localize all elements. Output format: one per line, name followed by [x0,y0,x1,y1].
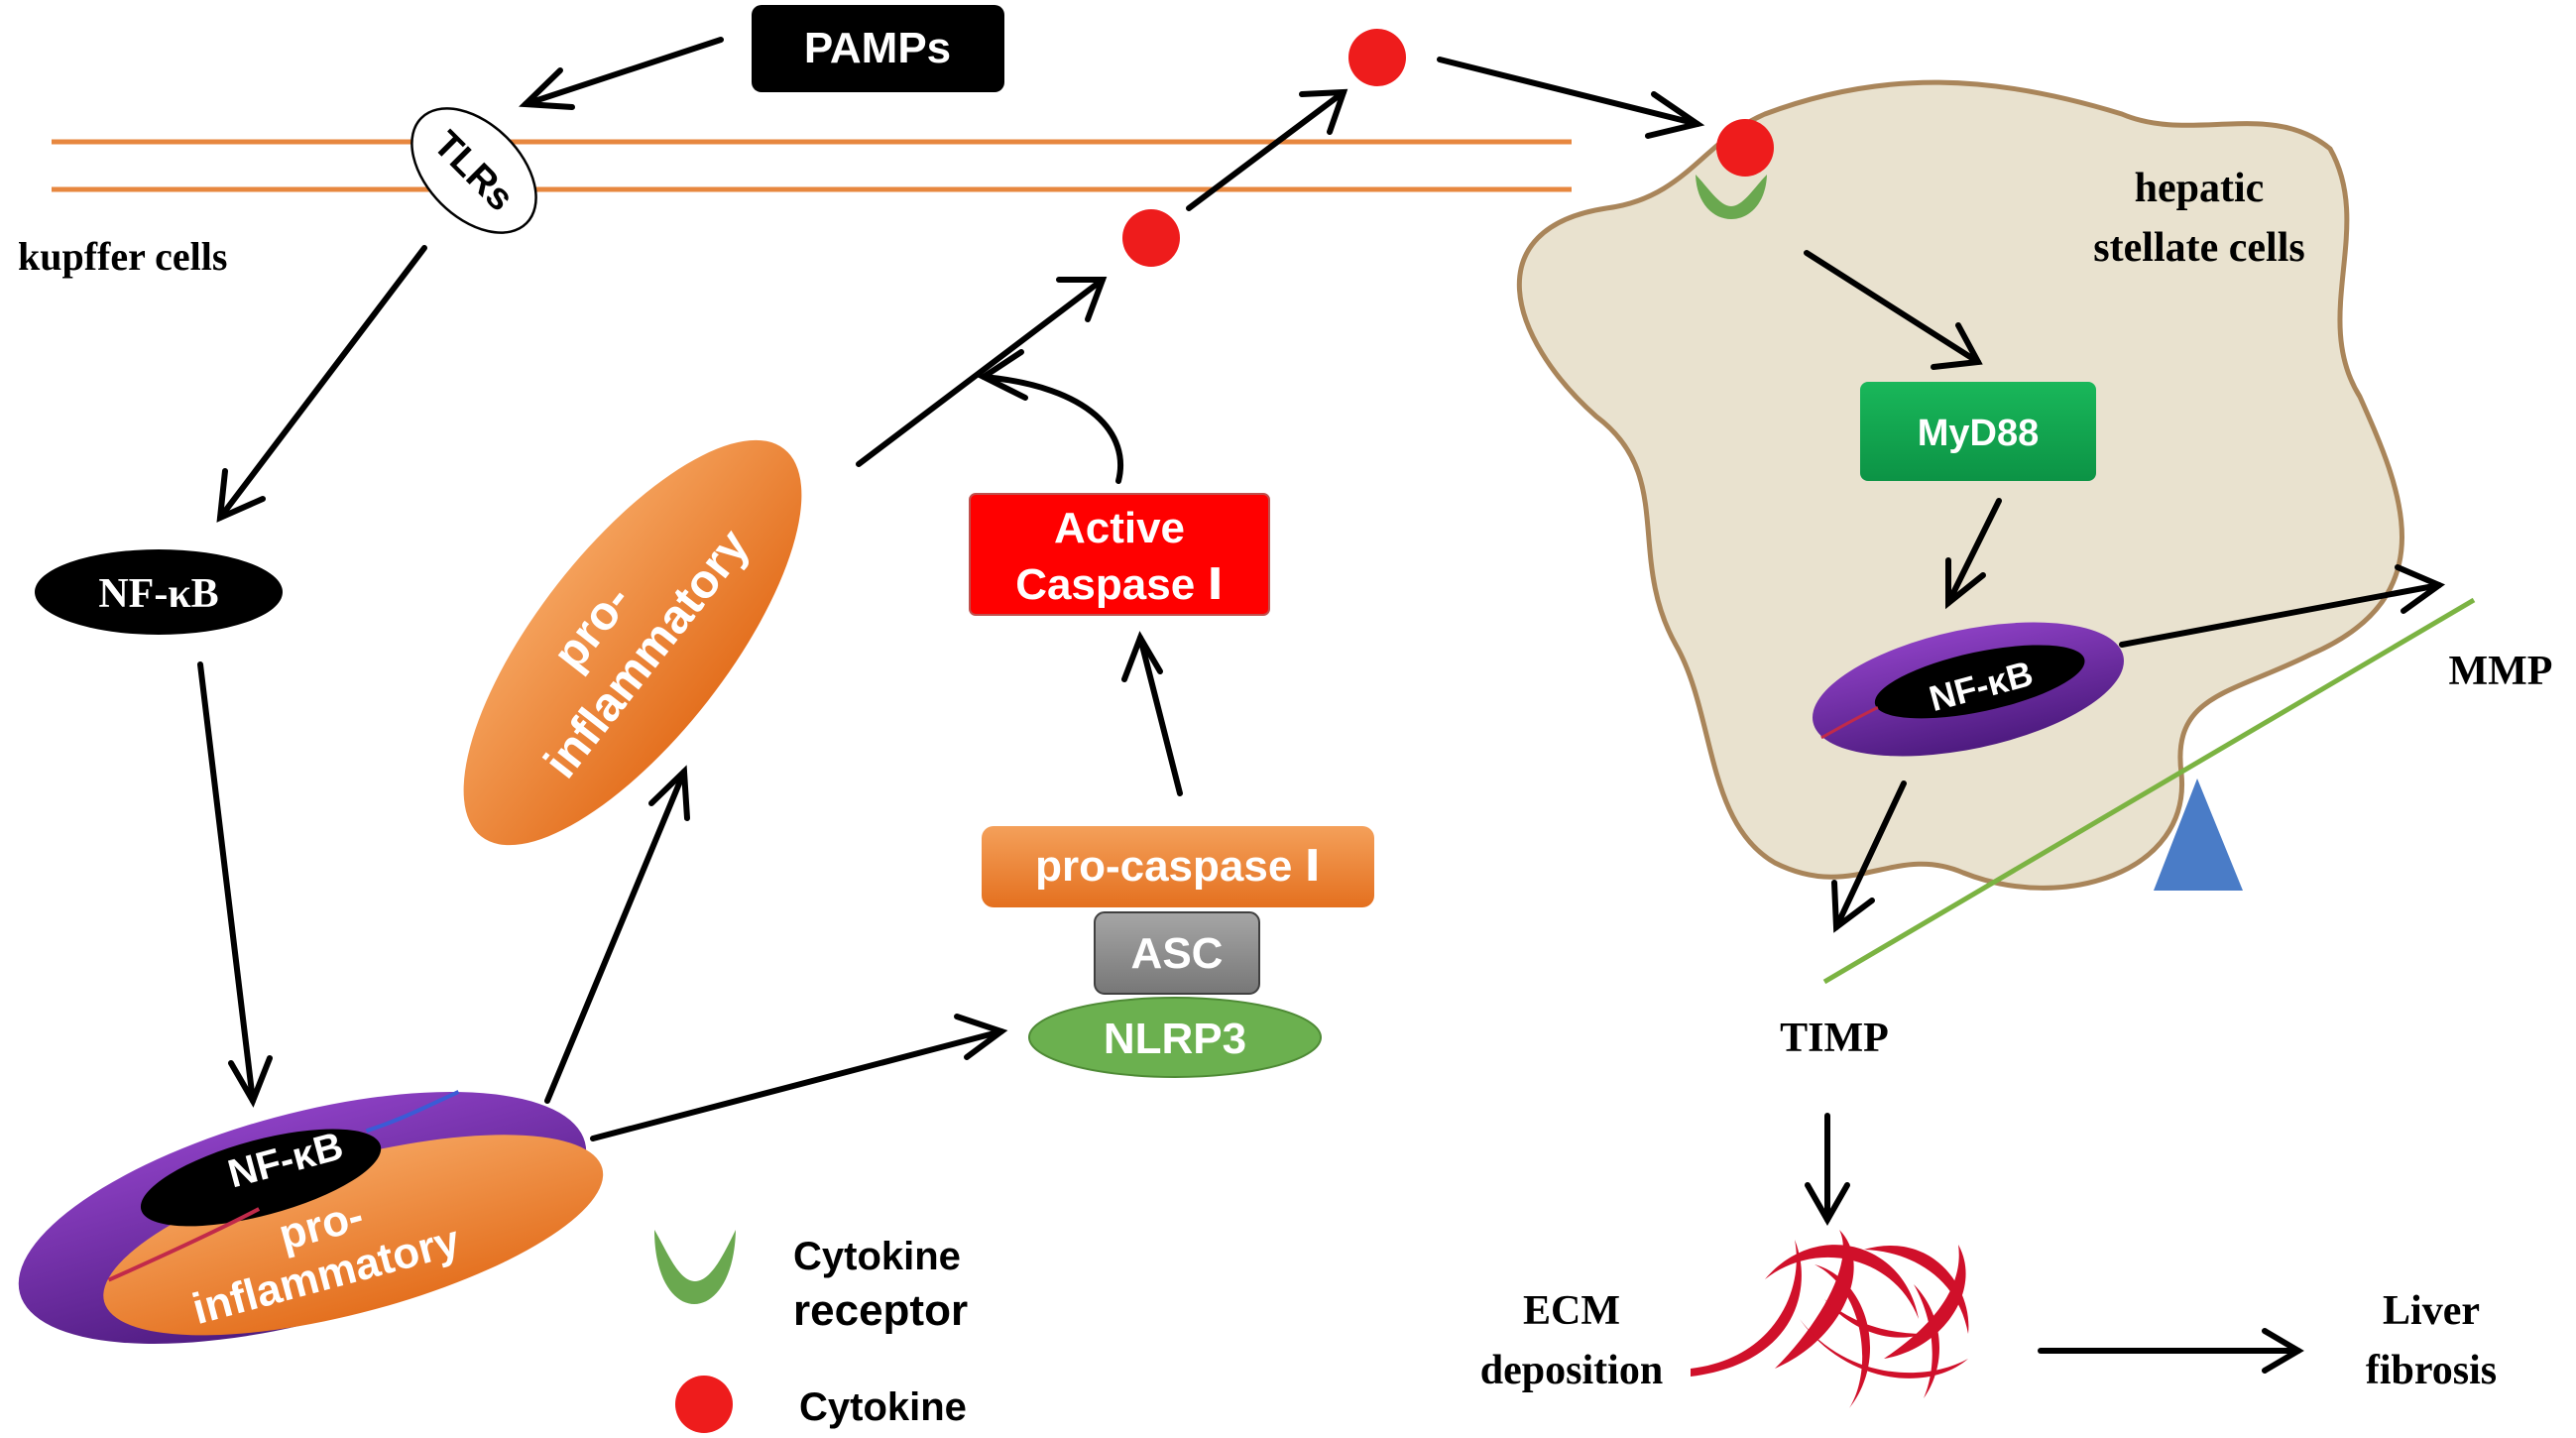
active-caspase-box [969,493,1270,616]
hsc-label-line1: hepatic [2135,166,2265,211]
pamps-box [752,5,1004,92]
legend-receptor-line2: receptor [793,1286,968,1335]
arrows [197,37,2446,1374]
ecm-fibers [1691,1230,1969,1408]
nlrp3-sensor [1028,997,1322,1078]
hepatic-stellate-cell [1517,79,2404,891]
arrow-tlrs-to-nfkb [216,245,427,523]
arrow-nfkb-to-timp [1831,780,1907,933]
arrow-timp-to-ecm [1805,1113,1850,1227]
legend-receptor-icon [654,1230,736,1304]
hsc-label-line2: stellate cells [2093,225,2304,271]
pro-caspase-label: pro-caspase Ⅰ [1035,842,1321,891]
arrow-cytokine-release [1186,88,1348,211]
arrow-nfkb-to-nucleus [197,661,273,1108]
arrow-pro-inflammatory-to-cytokine [856,277,1108,467]
legend-cytokine-icon [675,1376,733,1433]
arrow-nlrp3-to-active-caspase [1121,631,1183,796]
arrow-pamps-to-tlrs [519,37,724,110]
arrow-nucleus-to-pro-inflammatory [544,765,690,1104]
nfkb-cytoplasm [35,549,283,635]
arrow-nucleus-to-nlrp3 [590,1014,1008,1141]
arrow-myd88-to-nfkb [1945,498,2002,610]
mmp-timp-balance-beam [1822,597,2476,985]
hsc-nucleus [1812,622,2125,757]
mmp-label: MMP [2449,649,2553,694]
legend-receptor-line1: Cytokine [793,1235,961,1278]
cytokine-dot-1 [1122,209,1180,267]
legend-cytokine-label: Cytokine [799,1385,967,1429]
nlrp3-label: NLRP3 [1104,1015,1246,1063]
pro-caspase-box [982,826,1374,907]
ecm-label-line1: ECM [1523,1288,1620,1334]
kupffer-cells-label: kupffer cells [18,234,227,279]
asc-box [1094,911,1260,995]
asc-label: ASC [1131,929,1224,978]
cytokine-receptor-hsc [1696,175,1767,219]
cytokine-dot-2 [1348,29,1406,86]
arrow-caspase-cleaves [978,349,1123,484]
arrow-cytokine-to-hsc [1437,57,1705,139]
pro-inflammatory-cytokine-precursor [463,439,802,846]
arrow-ecm-to-liver-fibrosis [2038,1328,2304,1374]
liver-fibrosis-label-line2: fibrosis [2366,1348,2497,1393]
liver-fibrosis-label-line1: Liver [2383,1288,2480,1334]
kupffer-nucleus [18,1090,604,1344]
cytokine-dot-3 [1716,119,1774,177]
balance-fulcrum [2154,779,2243,891]
timp-label: TIMP [1780,1016,1889,1061]
myd88-box [1860,382,2096,481]
arrow-receptor-to-myd88 [1804,250,1983,370]
tlrs-receptor [410,107,537,234]
myd88-label: MyD88 [1918,413,2040,454]
arrow-nfkb-to-mmp [2119,564,2446,648]
nfkb-cytoplasm-label: NF-κB [98,571,218,617]
pamps-label: PAMPs [804,24,951,72]
active-caspase-line1: Active [1054,504,1185,552]
active-caspase-line2: Caspase Ⅰ [1015,560,1224,609]
ecm-label-line2: deposition [1480,1348,1663,1393]
